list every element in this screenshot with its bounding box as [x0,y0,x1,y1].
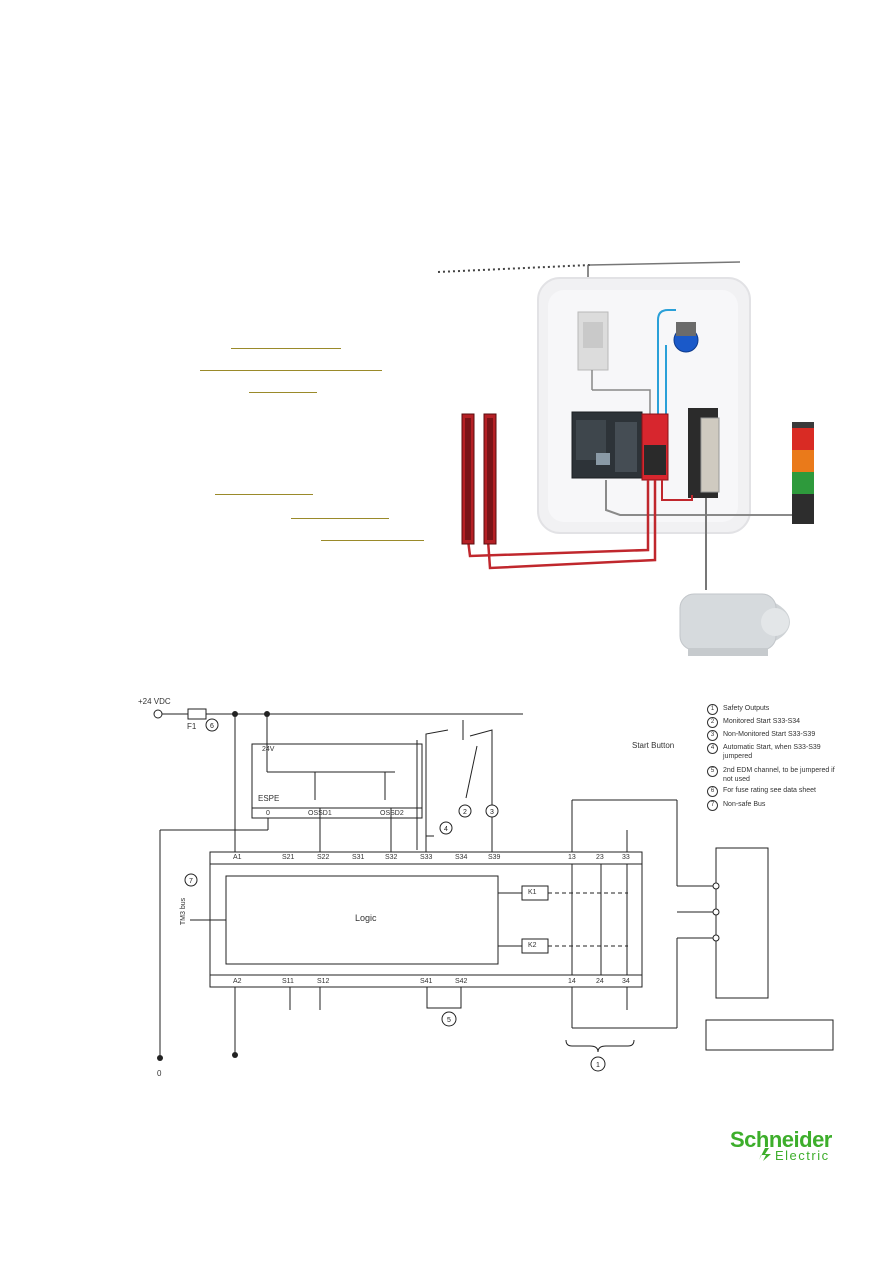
start-button-note: Start Button [632,741,675,750]
relay-k1-label: K1 [528,889,537,896]
brand-logo: Schneider [730,1127,832,1152]
wiring-diagram: 6 7 4 2 3 5 1 [153,708,834,1072]
term-bot-34: 34 [622,978,630,985]
term-bot-24: 24 [596,978,604,985]
term-top-a1: A1 [233,854,242,861]
link-underline-2[interactable] [200,370,382,371]
svg-text:7: 7 [189,878,193,885]
term-bot-s41: S41 [420,978,433,985]
link-underline-3[interactable] [249,392,317,393]
svg-text:4: 4 [444,826,448,833]
supply-label: +24 VDC [138,697,171,706]
term-top-23: 23 [596,854,604,861]
link-underline-1[interactable] [231,348,341,349]
svg-text:5: 5 [447,1017,451,1024]
espe-term-ossd2: OSSD2 [380,810,404,817]
supply-zero-label: 0 [157,1069,162,1078]
logic-label: Logic [355,913,377,923]
svg-text:2: 2 [463,809,467,816]
term-bot-s11: S11 [282,978,294,985]
term-bot-a2: A2 [233,978,242,985]
term-top-s22: S22 [317,854,330,861]
term-top-13: 13 [568,854,576,861]
espe-24v-label: 24V [262,746,275,753]
link-underline-4[interactable] [215,494,313,495]
fuse-label: F1 [187,722,197,731]
svg-text:1: 1 [596,1062,600,1069]
term-bot-s12: S12 [317,978,330,985]
link-underline-5[interactable] [291,518,389,519]
espe-term-0: 0 [266,810,270,817]
bus-label: TM3 bus [180,897,188,926]
espe-label: ESPE [258,794,280,803]
link-underline-6[interactable] [321,540,424,541]
term-top-s39: S39 [488,854,501,861]
svg-text:6: 6 [210,723,214,730]
brand-logo-sub: Electric [775,1148,830,1163]
term-top-33: 33 [622,854,630,861]
cabinet-illustration [437,261,814,656]
term-top-s21: S21 [282,854,295,861]
term-top-s32: S32 [385,854,398,861]
term-bot-s42: S42 [455,978,468,985]
svg-text:3: 3 [490,809,494,816]
brand-logo-icon [759,1148,771,1161]
term-bot-14: 14 [568,978,576,985]
term-top-s34: S34 [455,854,468,861]
relay-k2-label: K2 [528,942,537,949]
espe-term-ossd1: OSSD1 [308,810,332,817]
term-top-s33: S33 [420,854,433,861]
term-top-s31: S31 [352,854,365,861]
